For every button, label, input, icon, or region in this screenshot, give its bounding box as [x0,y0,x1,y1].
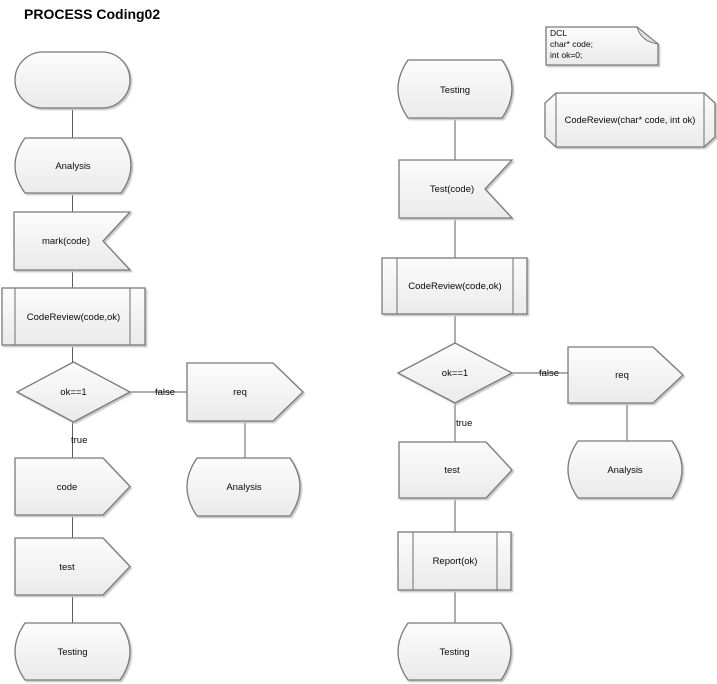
state-shape [14,137,132,194]
state-shape [397,622,512,681]
send-test-right[interactable]: test [398,441,513,499]
send-req-left[interactable]: req [186,362,304,422]
state-label: Analysis [55,161,91,172]
receive-shape [398,159,514,219]
state-label: Testing [57,647,87,658]
state-label: Analysis [226,482,262,493]
send-label: test [444,465,460,476]
send-req-right[interactable]: req [567,346,684,404]
procedure-report-ok[interactable]: Report(ok) [397,531,512,591]
send-label: test [59,562,75,573]
send-shape [567,346,684,404]
send-shape [14,537,131,596]
procedure-codereview-left[interactable]: CodeReview(code,ok) [1,287,146,346]
decision-shape [396,342,514,404]
procedure-declaration[interactable]: CodeReview(char* code, int ok) [544,92,716,148]
left-flow: Analysis mark(code) CodeReview(code,ok) … [1,51,304,681]
decision-ok-right[interactable]: ok==1 [396,342,514,404]
state-testing-left[interactable]: Testing [14,622,131,681]
terminator-start[interactable] [14,51,131,109]
send-test-left[interactable]: test [14,537,131,596]
state-shape [14,622,131,681]
decision-shape [15,361,132,423]
procedure-declaration-label: CodeReview(char* code, int ok) [565,115,696,125]
send-label: req [233,387,247,398]
page-title: PROCESS Coding02 [24,6,161,22]
note-shape [545,26,659,66]
dcl-note[interactable]: DCL char* code; int ok=0; [545,25,660,66]
decision-ok-left[interactable]: ok==1 [15,361,132,423]
terminator-start-shape [14,51,131,109]
decision-label: ok==1 [442,368,468,379]
connectors [72,108,628,623]
branch-label-true-right: true [456,418,472,429]
procedure-label: CodeReview(code,ok) [408,281,501,292]
note-text-line: DCL [550,28,567,38]
note-text-line: int ok=0; [550,50,582,60]
state-shape [186,457,301,517]
state-shape [397,59,513,119]
procedure-label: CodeReview(code,ok) [27,312,120,323]
procedure-shape [397,531,512,591]
send-label: req [615,370,629,381]
send-shape [14,457,131,516]
note-text-line: char* code; [550,39,593,49]
state-label: Testing [440,85,470,96]
branch-label-true-left: true [71,435,87,446]
procedure-label: Report(ok) [433,556,478,567]
receive-shape [13,211,132,271]
receive-mark-code[interactable]: mark(code) [13,211,132,271]
decision-label: ok==1 [60,387,86,398]
send-shape [398,441,513,499]
send-code-left[interactable]: code [14,457,131,516]
receive-test-code[interactable]: Test(code) [398,159,514,219]
state-label: Analysis [607,465,643,476]
state-testing-bottom-right[interactable]: Testing [397,622,512,681]
note-folded-corner [636,25,660,45]
receive-label: Test(code) [430,184,474,195]
state-analysis-branch-left[interactable]: Analysis [186,457,301,517]
branch-label-false-right: false [539,368,559,379]
procedure-codereview-right[interactable]: CodeReview(code,ok) [381,257,528,315]
state-shape [567,440,683,499]
state-analysis-branch-right[interactable]: Analysis [567,440,683,499]
send-label: code [57,482,78,493]
send-shape [186,362,304,422]
procedure-shape [1,287,146,346]
state-analysis-left[interactable]: Analysis [14,137,132,194]
state-label: Testing [439,647,469,658]
procedure-shape [381,257,528,315]
right-flow: Testing Test(code) CodeReview(code,ok) o… [381,59,684,681]
state-testing-top-right[interactable]: Testing [397,59,513,119]
receive-label: mark(code) [42,236,90,247]
branch-label-false-left: false [155,387,175,398]
